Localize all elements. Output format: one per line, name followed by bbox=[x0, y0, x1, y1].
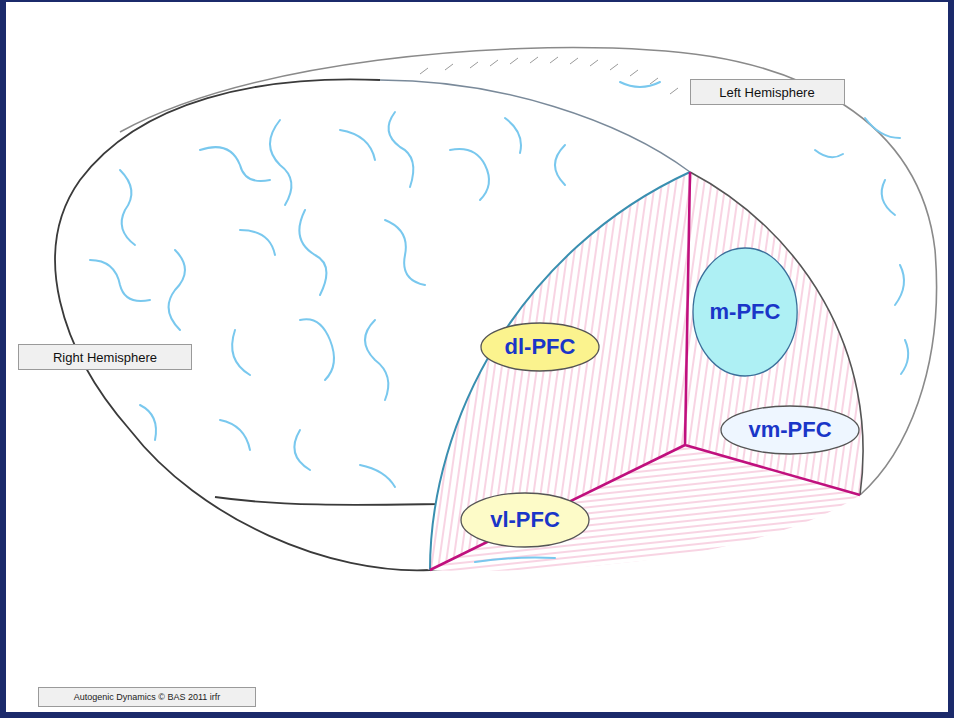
region-label: m-PFC bbox=[710, 299, 781, 325]
frame-right bbox=[948, 0, 954, 718]
cut-corner-lines bbox=[430, 172, 860, 570]
hemisphere-label-box: Left Hemisphere bbox=[690, 79, 845, 105]
right-hemisphere-outline bbox=[55, 79, 430, 570]
ellipse-fill bbox=[481, 323, 599, 371]
hemisphere-rim bbox=[380, 80, 690, 172]
cut-edge-right bbox=[690, 172, 863, 495]
region-ellipse: dl-PFC bbox=[480, 322, 600, 372]
frame-bottom bbox=[0, 712, 954, 718]
region-ellipse: vm-PFC bbox=[720, 405, 860, 455]
fissure-ticks bbox=[420, 57, 678, 94]
region-label: dl-PFC bbox=[505, 334, 576, 360]
hemisphere-label-box: Right Hemisphere bbox=[18, 344, 192, 370]
frame-left bbox=[0, 0, 6, 718]
gyri-squiggles bbox=[90, 82, 908, 562]
region-ellipse: vl-PFC bbox=[460, 492, 590, 548]
cut-edge-left bbox=[430, 172, 690, 570]
cut-face-right bbox=[685, 172, 863, 495]
box-label: Autogenic Dynamics © BAS 2011 irfr bbox=[74, 692, 221, 702]
box-label: Right Hemisphere bbox=[53, 350, 157, 365]
copyright-box: Autogenic Dynamics © BAS 2011 irfr bbox=[38, 687, 256, 707]
ellipse-fill bbox=[721, 406, 859, 454]
ellipse-fill bbox=[693, 248, 797, 376]
box-label: Left Hemisphere bbox=[719, 85, 814, 100]
region-label: vl-PFC bbox=[490, 507, 560, 533]
ellipse-fill bbox=[461, 493, 589, 547]
frame-top bbox=[0, 0, 954, 2]
region-ellipse: m-PFC bbox=[692, 247, 798, 377]
region-label: vm-PFC bbox=[748, 417, 831, 443]
